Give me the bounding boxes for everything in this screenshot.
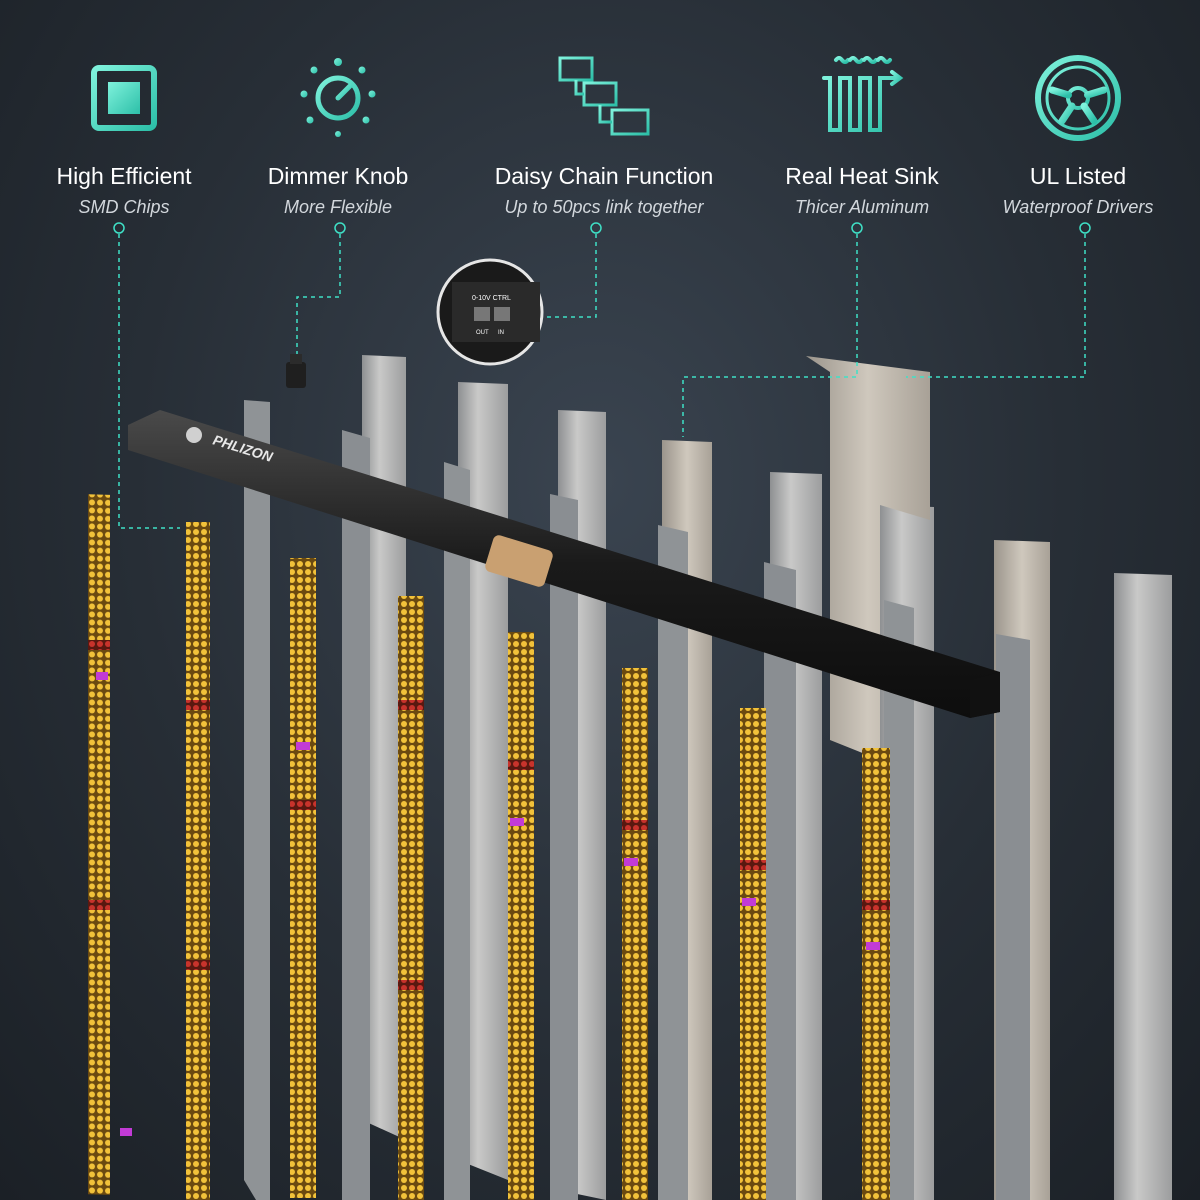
feature-subtitle: SMD Chips	[78, 197, 170, 217]
feature-subtitle: Waterproof Drivers	[1002, 197, 1154, 217]
feature-title: High Efficient	[56, 163, 192, 189]
port-out-label: OUT	[476, 330, 489, 336]
callout-anchor-dots	[113, 222, 1091, 234]
brand-logo: PHLIZON	[211, 432, 275, 466]
led-strips	[88, 494, 890, 1200]
feature-title: UL Listed	[1029, 163, 1127, 189]
chip-icon	[79, 53, 169, 143]
feature-subtitle: Up to 50pcs link together	[504, 197, 704, 217]
daisy-chain-icon	[558, 56, 650, 136]
dimmer-knob-icon	[300, 58, 376, 137]
dimmer-knob-part	[286, 354, 306, 388]
feature-subtitle: Thicer Aluminum	[794, 197, 930, 217]
feature-title: Real Heat Sink	[785, 163, 939, 189]
feature-subtitle: More Flexible	[283, 197, 393, 217]
callout-lines	[118, 234, 1086, 529]
control-port-callout: 0-10V CTRL OUT IN	[436, 258, 544, 366]
feature-title: Daisy Chain Function	[494, 163, 714, 189]
heat-sink-icon	[822, 56, 904, 132]
feature-title: Dimmer Knob	[267, 163, 409, 189]
wheel-icon	[1035, 55, 1121, 141]
main-driver-bar: PHLIZON	[128, 410, 1000, 718]
port-label: 0-10V CTRL	[472, 295, 511, 302]
port-in-label: IN	[498, 330, 504, 336]
aluminum-bars	[244, 355, 1172, 1200]
